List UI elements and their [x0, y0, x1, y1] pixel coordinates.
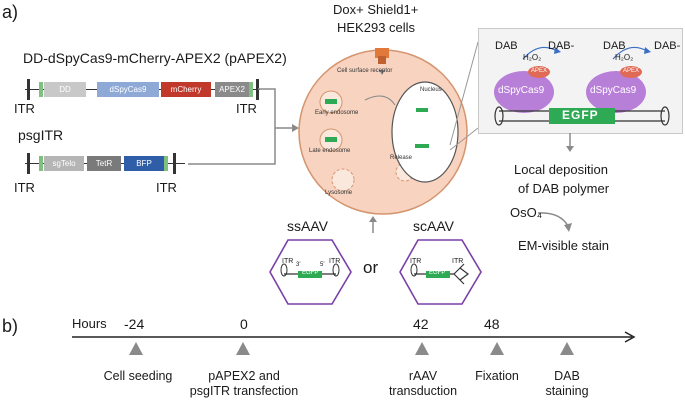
timeline-label-cell-seeding-1: Cell seeding	[103, 369, 173, 383]
inset-dab-minus-1: DAB-	[548, 40, 575, 52]
timeline-label-fixation-1: Fixation	[475, 369, 519, 383]
timeline-hours-label: Hours	[72, 316, 107, 331]
scaav-egfp: EGFP	[429, 270, 446, 276]
local-deposition-line2: of DAB polymer	[518, 181, 610, 196]
panel-label-b: b)	[2, 316, 19, 336]
construct1-itr-right: ITR	[236, 101, 257, 116]
construct1-itr-left: ITR	[14, 101, 35, 116]
timeline-hour-0: 0	[240, 316, 248, 332]
scaav-itr-left: ITR	[410, 258, 422, 265]
segment-bfp: BFP	[124, 156, 164, 171]
ssaav-capsid	[269, 239, 352, 305]
segment-dd: DD	[44, 82, 86, 97]
timeline-marker-transfection	[236, 342, 250, 355]
ssaav-itr-left: ITR	[282, 258, 294, 265]
construct2-itr-right-bar	[173, 153, 176, 174]
inset-cas9-1: dSpyCas9	[498, 85, 545, 96]
label-late-endosome: Late endosome	[309, 148, 351, 154]
timeline-hour-minus24: -24	[124, 316, 145, 332]
construct1-itr-right-bar	[256, 79, 259, 100]
scaav-itr-right: ITR	[452, 258, 464, 265]
segment-itr-green	[39, 82, 43, 97]
construct1-itr-left-bar	[27, 79, 30, 100]
construct1-title: DD-dSpyCas9-mCherry-APEX2 (pAPEX2)	[23, 50, 287, 66]
construct2-itr-right: ITR	[156, 180, 177, 195]
inset-h2o2-2: H₂O₂	[615, 53, 634, 62]
treatment-line1: Dox+ Shield1+	[333, 2, 419, 17]
timeline-marker-fixation	[490, 342, 504, 355]
timeline-label-dab-staining-2: staining	[545, 384, 589, 398]
em-visible-stain: EM-visible stain	[518, 238, 610, 253]
timeline-label-transfection-2: psgITR transfection	[189, 384, 299, 398]
timeline-hour-48: 48	[484, 316, 500, 332]
inset-dab-2: DAB	[603, 40, 626, 52]
ssaav-5prime: 5'	[320, 262, 325, 268]
label-nucleus: Nucleus	[420, 87, 442, 93]
timeline-marker-cell-seeding	[129, 342, 143, 355]
timeline-label-fixation: Fixation	[462, 369, 532, 384]
label-early-endosome: Early endosome	[315, 110, 359, 116]
inset-h2o2-1: H₂O₂	[523, 53, 542, 62]
timeline-label-transduction-2: transduction	[388, 384, 458, 398]
timeline-label-dab-staining: DAB staining	[537, 369, 597, 399]
ssaav-itr-right: ITR	[329, 258, 341, 265]
ssaav-egfp: EGFP	[302, 270, 319, 276]
ssaav-3prime: 3'	[296, 262, 301, 268]
inset-box: DAB DAB- H₂O₂ DAB DAB- H₂O₂ APEX APEX dS…	[478, 28, 683, 134]
timeline-label-transfection-1: pAPEX2 and	[208, 369, 280, 383]
segment-tetr: TetR	[87, 156, 121, 171]
timeline-label-cell-seeding: Cell seeding	[88, 369, 188, 384]
ssaav-label: ssAAV	[287, 218, 328, 234]
label-release: Release	[390, 155, 413, 161]
timeline-label-transduction-1: rAAV	[408, 369, 438, 383]
inset-dab-1: DAB	[495, 40, 518, 52]
timeline-label-dab-staining-1: DAB	[554, 369, 580, 383]
scaav-label: scAAV	[413, 218, 454, 234]
treatment-line2: HEK293 cells	[337, 20, 416, 35]
inset-cas9-2: dSpyCas9	[590, 85, 637, 96]
timeline-label-transduction: rAAV transduction	[378, 369, 468, 399]
or-label: or	[363, 258, 379, 277]
segment-itr-green-2	[39, 156, 43, 171]
inset-apex-2: APEX	[623, 68, 640, 74]
local-deposition-line1: Local deposition	[514, 162, 608, 177]
timeline-marker-dab-staining	[560, 342, 574, 355]
construct2-title: psgITR	[18, 127, 64, 143]
segment-itr-green-2-right	[164, 156, 168, 171]
segment-apex2: APEX2	[215, 82, 249, 97]
construct2-itr-left-bar	[27, 153, 30, 174]
cell-diagram	[298, 48, 468, 215]
segment-mcherry: mCherry	[161, 82, 211, 97]
oso4-label: OsO₄	[510, 205, 543, 220]
label-cell-surface-receptor: Cell surface receptor	[337, 68, 393, 74]
scaav-capsid	[399, 239, 482, 305]
construct2-plasmid: sgTelo TetR BFP	[25, 153, 185, 174]
label-lysosome: Lysosome	[325, 190, 353, 196]
inset-dab-minus-2: DAB-	[654, 40, 681, 52]
panel-label-a: a)	[2, 2, 19, 22]
segment-sgtelo: sgTelo	[44, 156, 84, 171]
construct1-plasmid: DD dSpyCas9 mCherry APEX2	[25, 79, 260, 100]
timeline-hour-42: 42	[413, 316, 429, 332]
timeline-marker-transduction	[415, 342, 429, 355]
segment-dspycas9: dSpyCas9	[97, 82, 159, 97]
inset-egfp: EGFP	[562, 108, 599, 122]
construct2-itr-left: ITR	[14, 180, 35, 195]
timeline-label-transfection: pAPEX2 and psgITR transfection	[189, 369, 299, 399]
segment-itr-green-right	[249, 82, 253, 97]
inset-apex-1: APEX	[531, 68, 548, 74]
